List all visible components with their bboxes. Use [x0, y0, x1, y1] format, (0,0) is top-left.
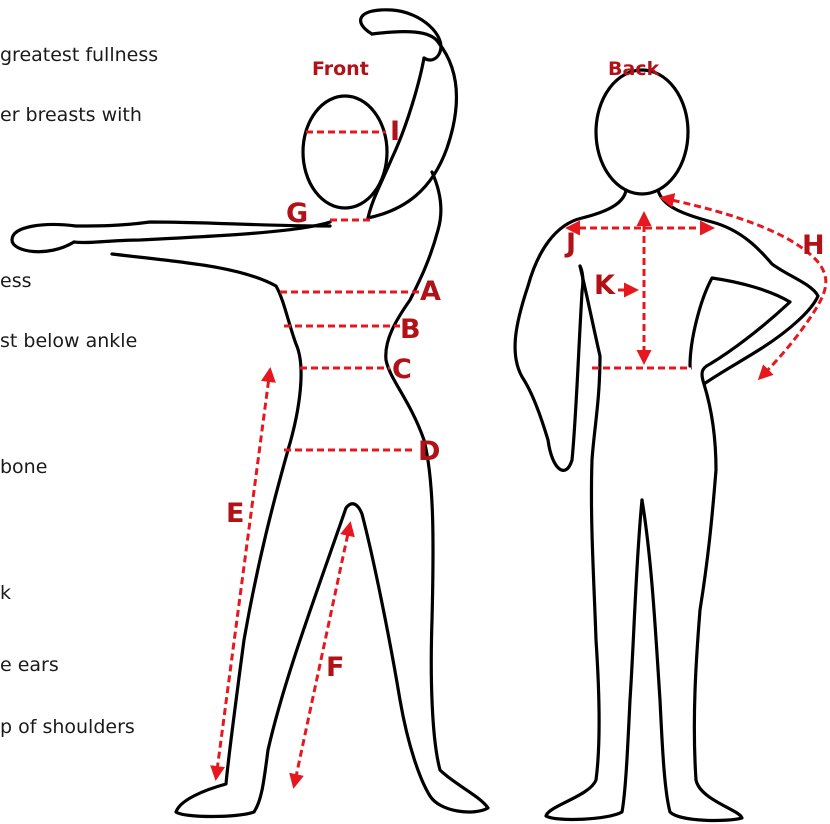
instruction-text: bone	[0, 456, 47, 478]
front-title: Front	[312, 58, 369, 80]
instruction-text: ess	[0, 270, 32, 292]
back-title: Back	[608, 58, 659, 80]
label-b: B	[400, 314, 421, 345]
label-a: A	[420, 276, 441, 307]
label-i: I	[390, 116, 400, 147]
instruction-text: st below ankle	[0, 330, 137, 352]
label-c: C	[392, 354, 412, 385]
front-figure-outline	[12, 10, 488, 817]
instruction-text: k	[0, 582, 11, 604]
label-d: D	[418, 436, 440, 467]
line-e	[216, 370, 270, 778]
back-figure-outline	[515, 70, 818, 820]
instruction-text: e ears	[0, 654, 59, 676]
instruction-text: greatest fullness	[0, 44, 158, 66]
label-j: J	[566, 228, 576, 259]
instruction-text: er breasts with	[0, 104, 142, 126]
label-g: G	[286, 198, 308, 229]
label-k: K	[594, 270, 615, 301]
line-h	[662, 198, 826, 378]
label-f: F	[326, 652, 344, 683]
label-e: E	[226, 498, 244, 529]
label-h: H	[802, 230, 825, 261]
instruction-text: p of shoulders	[0, 716, 135, 738]
